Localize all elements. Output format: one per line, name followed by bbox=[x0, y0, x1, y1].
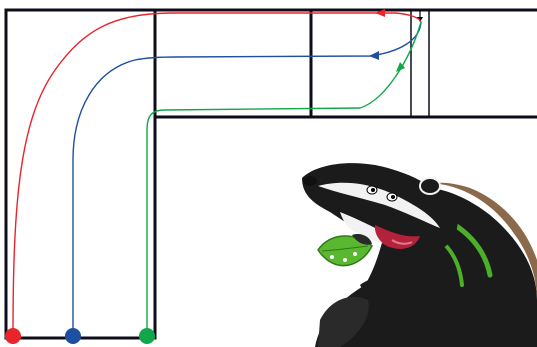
start-points bbox=[5, 328, 155, 344]
route-red-arrowhead bbox=[375, 9, 385, 17]
badger-mascot-illustration bbox=[302, 163, 537, 347]
start-point-blue bbox=[65, 328, 81, 344]
walls bbox=[4, 8, 537, 340]
route-green bbox=[146, 21, 422, 335]
route-blue-arrowhead bbox=[369, 51, 379, 60]
start-point-green bbox=[139, 328, 155, 344]
route-green-arrowhead bbox=[396, 62, 405, 72]
routes bbox=[12, 12, 422, 336]
route-arrows bbox=[369, 9, 405, 72]
start-point-red bbox=[5, 328, 21, 344]
route-blue bbox=[72, 21, 422, 335]
route-red bbox=[12, 12, 422, 336]
